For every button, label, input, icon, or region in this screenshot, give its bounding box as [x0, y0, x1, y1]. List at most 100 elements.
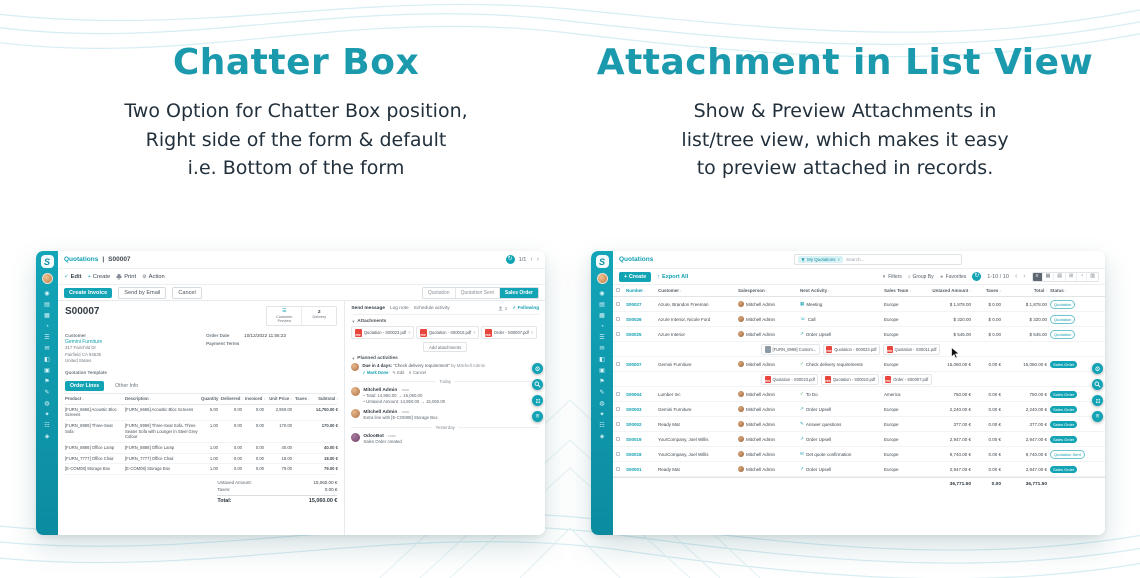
- activity-cancel-button[interactable]: ✕ Cancel: [408, 370, 427, 376]
- settings-icon[interactable]: ◈: [44, 434, 50, 440]
- email-icon[interactable]: ✉: [599, 346, 605, 352]
- column-header-delivered[interactable]: Delivered↕: [221, 395, 244, 401]
- email-icon[interactable]: ✉: [44, 346, 50, 352]
- create-button[interactable]: + Create: [619, 271, 652, 282]
- crm-icon[interactable]: ◍: [44, 401, 50, 407]
- discuss-icon[interactable]: ◉: [44, 291, 50, 297]
- cell-next-activity[interactable]: ✓To Do: [800, 391, 884, 397]
- followers-counter[interactable]: 2: [498, 306, 507, 311]
- create-invoice-button[interactable]: Create Invoice: [64, 287, 113, 298]
- order-line-row[interactable]: [FURN_8888] Office Lamp[FURN_8888] Offic…: [65, 443, 338, 454]
- cell-next-activity[interactable]: ✓Check delivery requirements: [800, 361, 884, 367]
- order-line-row[interactable]: [E-COM08] Storage Box[E-COM08] Storage B…: [65, 464, 338, 475]
- row-checkbox[interactable]: [616, 451, 626, 457]
- attachment-chip[interactable]: [FURN_8999] Custom...: [761, 343, 820, 355]
- planned-activities-header[interactable]: ▼ Planned activities: [351, 356, 398, 361]
- column-header-sales-team[interactable]: Sales Team↕: [884, 288, 912, 293]
- cell-next-activity[interactable]: ↗Order Upsell: [800, 331, 884, 337]
- column-header-total[interactable]: Total↕: [1033, 288, 1047, 293]
- pager-previous-icon[interactable]: ‹: [530, 255, 533, 263]
- dashboard-icon[interactable]: ◔: [600, 324, 604, 330]
- cell-next-activity[interactable]: ↗Order Upsell: [800, 406, 884, 412]
- reporting-icon[interactable]: ☰: [44, 335, 50, 341]
- favorites-icon[interactable]: ✦: [44, 412, 50, 418]
- cell-next-activity[interactable]: ✉Get quote confirmation: [800, 451, 884, 457]
- project-icon[interactable]: ⚑: [44, 379, 50, 385]
- crm-icon[interactable]: ◍: [599, 401, 605, 407]
- activity-edit-button[interactable]: ✎ Edit: [392, 370, 405, 376]
- cell-next-activity[interactable]: ↗Order Upsell: [800, 466, 884, 472]
- list-icon[interactable]: ☷: [599, 423, 605, 429]
- apps-icon[interactable]: ▣: [44, 368, 50, 374]
- apps-grid-fab-button[interactable]: [1092, 395, 1103, 406]
- column-header-description[interactable]: Description↕: [125, 395, 152, 401]
- column-header-next-activity[interactable]: Next Activity↕: [800, 288, 830, 293]
- user-avatar[interactable]: [41, 273, 53, 284]
- sales-icon[interactable]: ▤: [44, 302, 50, 308]
- order-line-row[interactable]: [FURN_8999] Three-Seat Sofa[FURN_8999] T…: [65, 421, 338, 443]
- attachments-section-header[interactable]: ▼ Attachments: [351, 319, 387, 324]
- create-button[interactable]: +Create: [87, 273, 111, 280]
- graph-view-button[interactable]: ◔: [1076, 272, 1086, 281]
- stage-quotation[interactable]: Quotation: [422, 287, 455, 298]
- favorites-button[interactable]: ★Favorites: [939, 273, 967, 280]
- add-attachments-button[interactable]: Add attachments: [423, 342, 468, 352]
- column-header-customer[interactable]: Customer↕: [658, 288, 682, 293]
- row-checkbox[interactable]: [616, 316, 626, 322]
- stage-sales-order[interactable]: Sales Order: [498, 287, 538, 298]
- print-menu[interactable]: Print: [116, 274, 136, 280]
- inventory-icon[interactable]: ▦: [599, 313, 605, 319]
- export-all-button[interactable]: ↑Export All: [657, 273, 689, 280]
- remove-attachment-icon[interactable]: ×: [408, 330, 411, 335]
- row-checkbox[interactable]: [616, 361, 626, 367]
- chatter-message[interactable]: Mitchell Admin- nowTotal: 14,950.00 → 15…: [351, 387, 539, 405]
- row-checkbox[interactable]: [616, 421, 626, 427]
- column-header-untaxed-amount[interactable]: Untaxed Amount↕: [932, 288, 971, 293]
- pager-next-icon[interactable]: ›: [536, 255, 539, 263]
- cell-next-activity[interactable]: ▦Meeting: [800, 301, 884, 307]
- send-message-button[interactable]: Send message: [351, 305, 385, 311]
- group-by-button[interactable]: ≡Group By: [907, 273, 934, 280]
- row-checkbox[interactable]: [616, 391, 626, 397]
- cancel-button[interactable]: Cancel: [172, 286, 202, 299]
- discuss-icon[interactable]: ◉: [599, 291, 605, 297]
- user-avatar[interactable]: [596, 273, 608, 284]
- sales-icon[interactable]: ▤: [599, 302, 605, 308]
- list-view-button[interactable]: ≡: [1032, 272, 1042, 281]
- tab-other-info[interactable]: Other Info: [115, 382, 139, 389]
- customer-preview-button[interactable]: ☰ Customer Preview: [276, 308, 293, 324]
- column-header-unit-price[interactable]: Unit Price↕: [269, 395, 292, 401]
- kanban-view-button[interactable]: ▦: [1041, 272, 1054, 281]
- menu-fab-button[interactable]: ≡: [1092, 411, 1103, 422]
- search-fab-button[interactable]: [1092, 379, 1103, 390]
- filters-button[interactable]: ▼Filters: [881, 273, 902, 280]
- column-header-quantity[interactable]: Quantity↕: [201, 395, 222, 401]
- project-icon[interactable]: ⚑: [599, 379, 605, 385]
- remove-facet-icon[interactable]: ×: [837, 257, 841, 262]
- notes-icon[interactable]: ✎: [599, 390, 605, 396]
- refresh-button[interactable]: ↻: [505, 255, 515, 264]
- edit-button[interactable]: ✓Edit: [64, 273, 82, 280]
- cell-next-activity[interactable]: ✎Answer questions: [800, 421, 884, 427]
- apps-grid-fab-button[interactable]: [532, 395, 543, 406]
- stage-quotation-sent[interactable]: Quotation Sent: [454, 287, 499, 298]
- cell-next-activity[interactable]: ☏Call: [800, 316, 884, 322]
- mark-done-button[interactable]: ✓ Mark Done: [362, 370, 389, 376]
- order-line-row[interactable]: [FURN_6666] Acoustic Bloc Screens[FURN_6…: [65, 405, 338, 421]
- remove-attachment-icon[interactable]: ×: [473, 330, 476, 335]
- menu-fab-button[interactable]: ≡: [532, 411, 543, 422]
- search-fab-button[interactable]: [532, 379, 543, 390]
- app-logo[interactable]: S: [595, 255, 609, 268]
